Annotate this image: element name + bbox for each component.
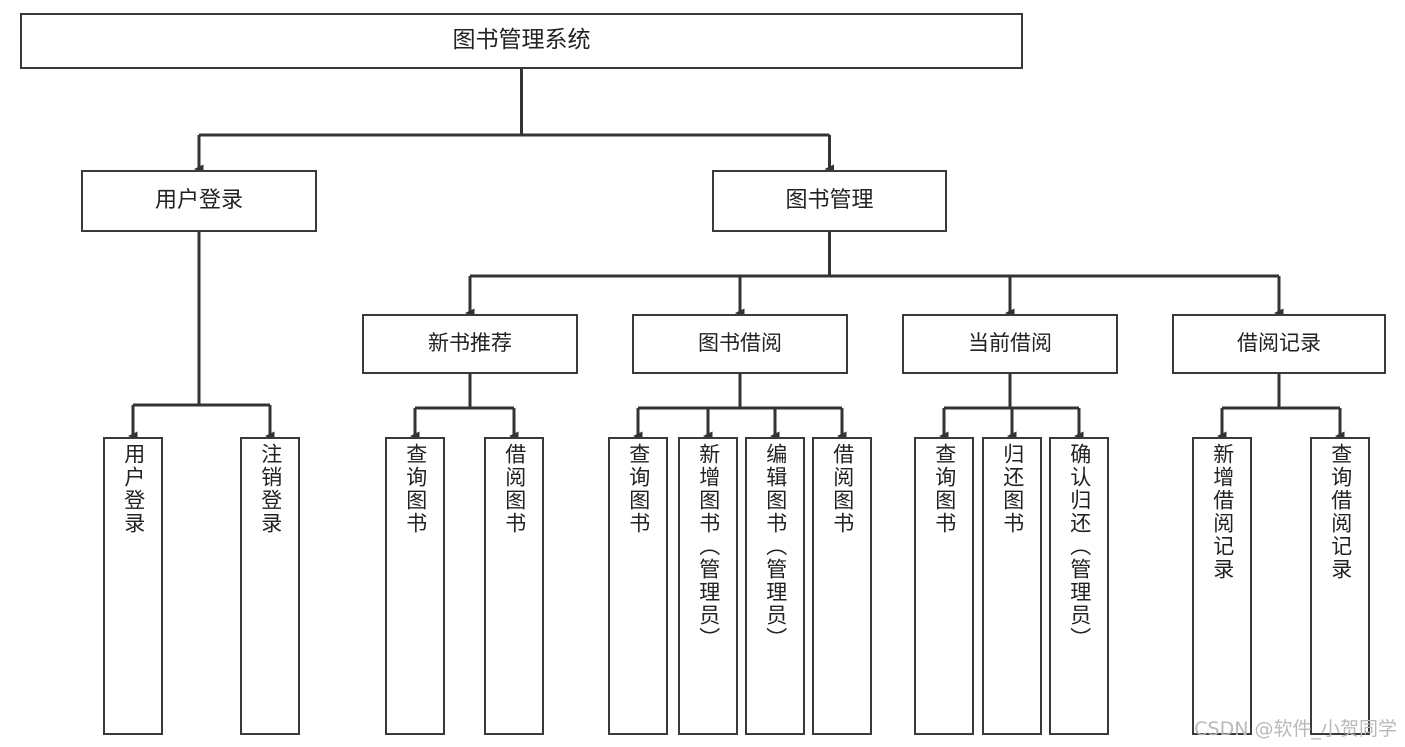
node-leaf-4[interactable]: 借阅图书 — [484, 437, 544, 735]
node-label: 图书借阅 — [698, 331, 782, 356]
node-label: 用户登录 — [154, 187, 243, 213]
node-label: 新增图书（管理员） — [696, 443, 721, 650]
node-label: 当前借阅 — [968, 331, 1052, 356]
node-l3-2[interactable]: 图书借阅 — [632, 314, 848, 374]
node-label: 用户登录 — [121, 443, 146, 535]
node-leaf-13[interactable]: 查询借阅记录 — [1310, 437, 1370, 735]
node-label: 注销登录 — [258, 443, 283, 535]
node-root[interactable]: 图书管理系统 — [20, 13, 1023, 69]
node-leaf-6[interactable]: 新增图书（管理员） — [678, 437, 738, 735]
node-label: 查询图书 — [403, 443, 428, 535]
node-label: 确认归还（管理员） — [1067, 443, 1092, 650]
node-label: 新书推荐 — [428, 331, 512, 356]
node-leaf-12[interactable]: 新增借阅记录 — [1192, 437, 1252, 735]
node-l2-2[interactable]: 图书管理 — [712, 170, 947, 232]
node-label: 新增借阅记录 — [1210, 443, 1235, 581]
node-l3-1[interactable]: 新书推荐 — [362, 314, 578, 374]
node-leaf-11[interactable]: 确认归还（管理员） — [1049, 437, 1109, 735]
node-leaf-5[interactable]: 查询图书 — [608, 437, 668, 735]
node-label: 借阅图书 — [502, 443, 527, 535]
node-label: 图书管理系统 — [452, 27, 591, 54]
node-l2-1[interactable]: 用户登录 — [81, 170, 317, 232]
node-leaf-9[interactable]: 查询图书 — [914, 437, 974, 735]
node-leaf-2[interactable]: 注销登录 — [240, 437, 300, 735]
node-label: 编辑图书（管理员） — [763, 443, 788, 650]
node-leaf-1[interactable]: 用户登录 — [103, 437, 163, 735]
node-l3-3[interactable]: 当前借阅 — [902, 314, 1118, 374]
node-label: 查询图书 — [932, 443, 957, 535]
node-leaf-10[interactable]: 归还图书 — [982, 437, 1042, 735]
node-leaf-3[interactable]: 查询图书 — [385, 437, 445, 735]
node-leaf-7[interactable]: 编辑图书（管理员） — [745, 437, 805, 735]
node-leaf-8[interactable]: 借阅图书 — [812, 437, 872, 735]
edge-group — [128, 69, 1345, 441]
node-label: 查询图书 — [626, 443, 651, 535]
node-label: 图书管理 — [785, 187, 874, 213]
node-label: 归还图书 — [1000, 443, 1025, 535]
node-label: 借阅图书 — [830, 443, 855, 535]
node-l3-4[interactable]: 借阅记录 — [1172, 314, 1386, 374]
node-label: 借阅记录 — [1237, 331, 1321, 356]
node-label: 查询借阅记录 — [1328, 443, 1353, 581]
